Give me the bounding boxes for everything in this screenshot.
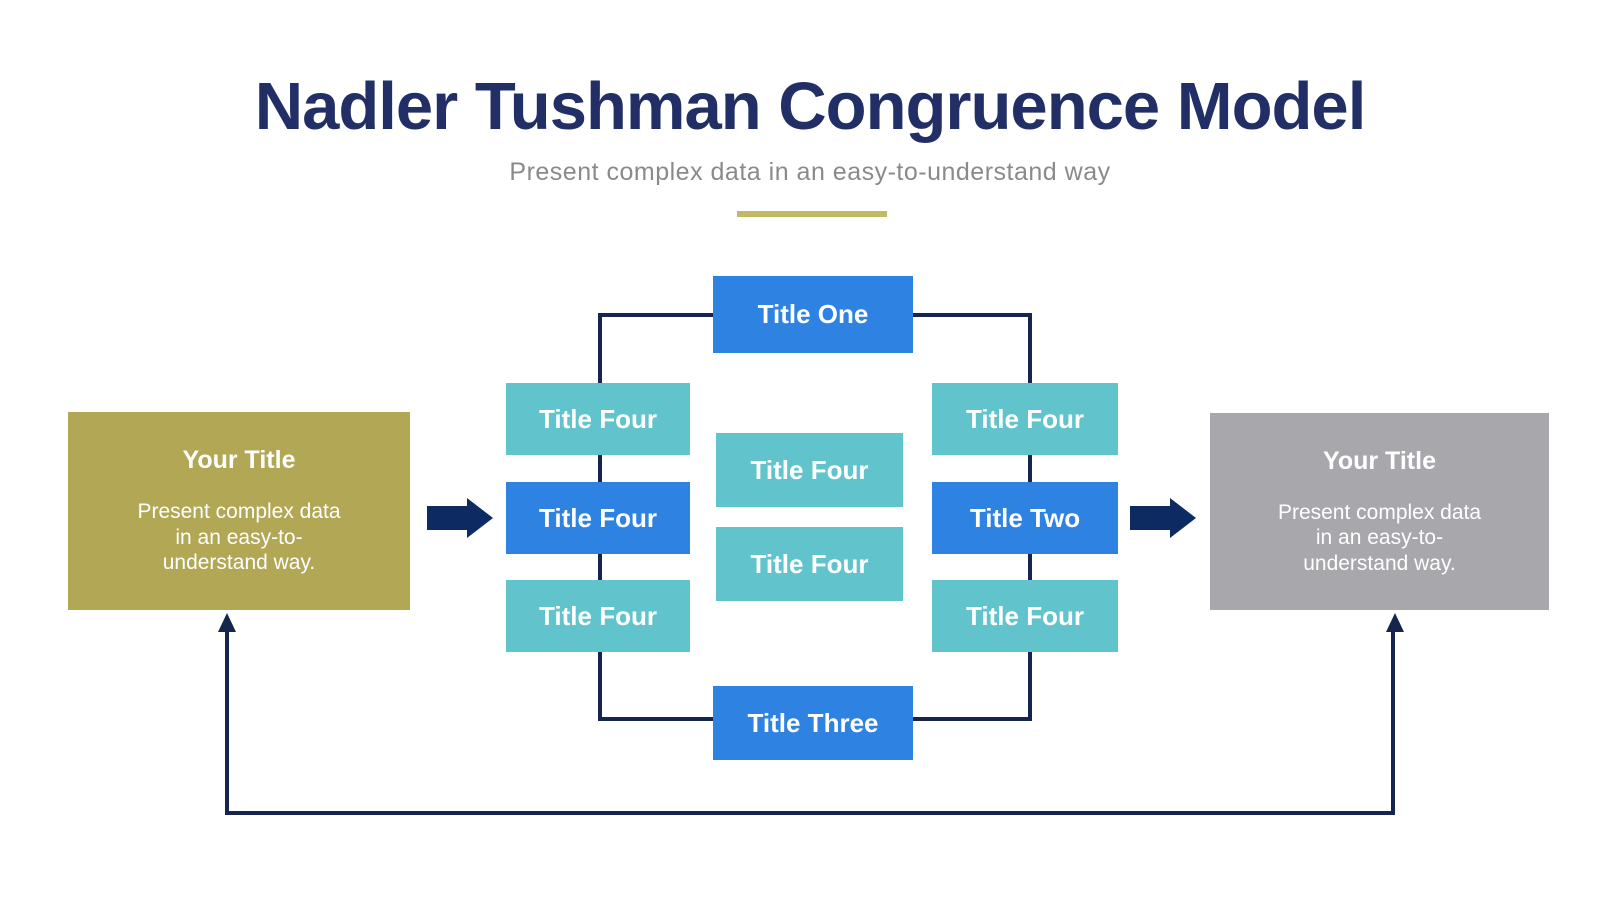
arrow-head-icon xyxy=(467,498,493,538)
diagram-box-top: Title One xyxy=(713,276,913,353)
diagram-box-right-top: Title Four xyxy=(932,383,1118,455)
right-panel-title: Your Title xyxy=(1323,446,1436,475)
feedback-arrowhead-right xyxy=(1386,613,1404,632)
diagram-box-left-top: Title Four xyxy=(506,383,690,455)
diagram-box-left-middle: Title Four xyxy=(506,482,690,554)
diagram-box-center-lower: Title Four xyxy=(716,527,903,601)
feedback-loop-line xyxy=(225,632,1395,815)
arrow-shaft xyxy=(427,506,467,530)
arrow-head-icon xyxy=(1170,498,1196,538)
diagram-box-left-bottom: Title Four xyxy=(506,580,690,652)
arrow-shaft xyxy=(1130,506,1170,530)
title-divider xyxy=(737,211,887,217)
diagram-box-right-bottom: Title Four xyxy=(932,580,1118,652)
right-output-panel: Your Title Present complex data in an ea… xyxy=(1210,413,1549,610)
diagram-box-right-middle: Title Two xyxy=(932,482,1118,554)
page-subtitle: Present complex data in an easy-to-under… xyxy=(509,158,1111,186)
diagram-box-center-upper: Title Four xyxy=(716,433,903,507)
left-panel-title: Your Title xyxy=(182,446,296,475)
diagram-box-bottom: Title Three xyxy=(713,686,913,760)
page-title: Nadler Tushman Congruence Model xyxy=(254,69,1367,144)
feedback-arrowhead-left xyxy=(218,613,236,632)
left-panel-body: Present complex data in an easy-to- unde… xyxy=(137,500,341,575)
left-input-panel: Your Title Present complex data in an ea… xyxy=(68,412,410,610)
right-panel-body: Present complex data in an easy-to- unde… xyxy=(1277,500,1482,575)
